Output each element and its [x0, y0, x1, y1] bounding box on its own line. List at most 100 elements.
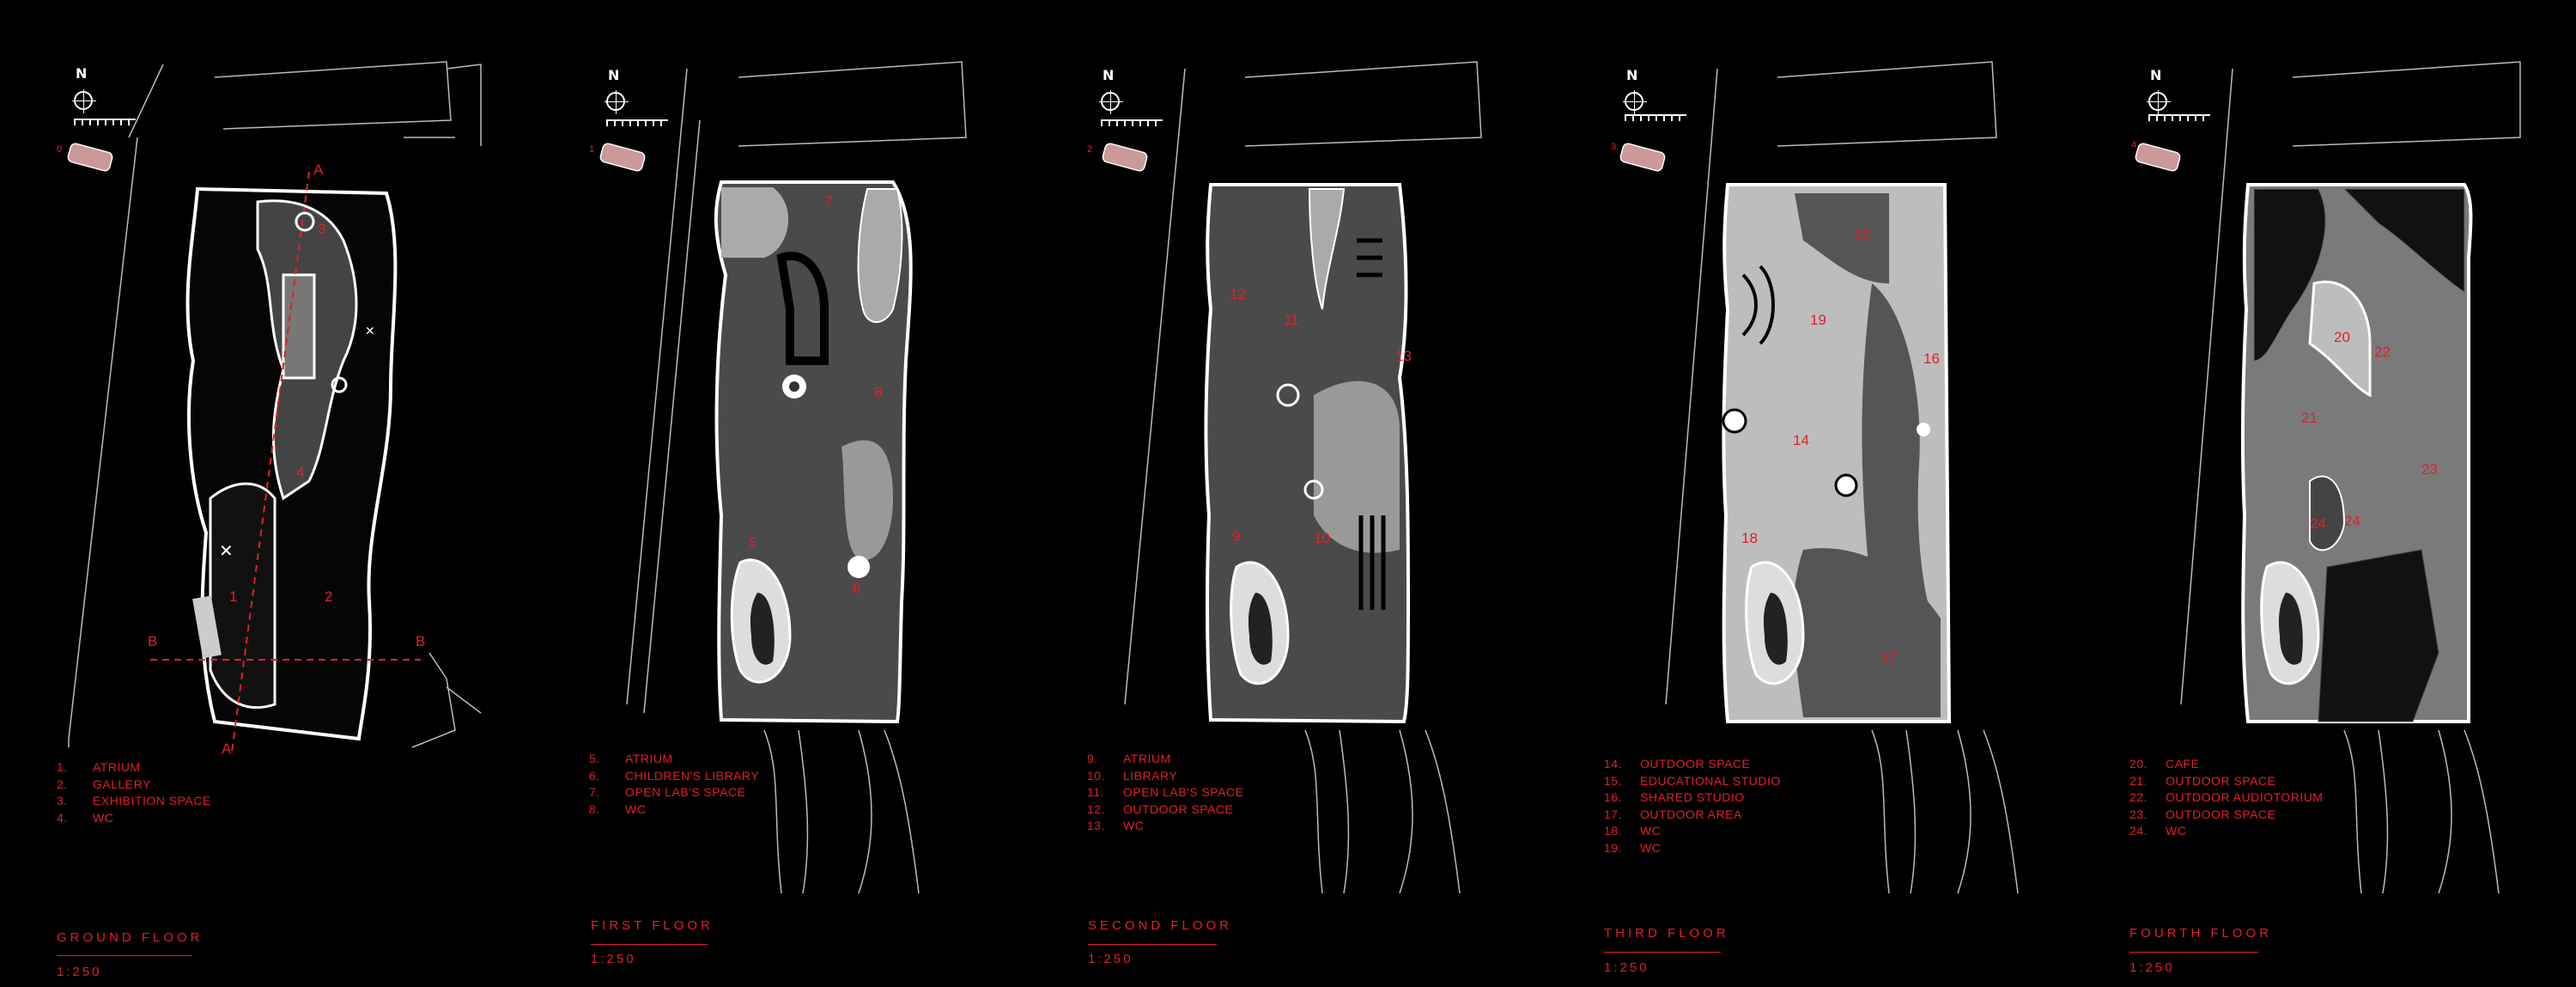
legend-item: 20.CAFE [2129, 757, 2200, 771]
plan-label: 18 [1741, 530, 1758, 546]
floor-title: FOURTH FLOOR [2129, 926, 2273, 941]
scale-text: 1:250 [57, 965, 102, 979]
north-label: N [76, 65, 88, 82]
legend-item: 9.ATRIUM [1087, 752, 1171, 765]
scale-text: 1:250 [591, 952, 636, 966]
plan-label: 9 [1232, 528, 1240, 545]
panel-fourth-floor: 20 21 22 23 24 24 N 4 20.CAFE 21.OUTDOOR… [2061, 0, 2576, 987]
svg-text:✕: ✕ [365, 325, 375, 338]
legend-item: 8.WC [589, 801, 647, 816]
plan-label: 7 [824, 193, 832, 210]
section-label: B [148, 633, 157, 649]
section-label: A [222, 740, 232, 757]
legend-item: 6.CHILDREN'S LIBRARY [589, 768, 760, 783]
plan-label: 16 [1923, 350, 1940, 367]
scale-bar-graphic [74, 119, 136, 125]
section-label: B [416, 633, 425, 649]
plan-label: 23 [2421, 461, 2438, 478]
legend-item: 22.OUTDOOR AUDIOTORIUM [2129, 790, 2324, 804]
key-plan-number: 1 [589, 144, 595, 155]
first-floor-plan: 5 6 7 8 [599, 61, 967, 894]
legend-item: 5.ATRIUM [589, 752, 673, 765]
legend: 5.ATRIUM 6.CHILDREN'S LIBRARY 7.OPEN LAB… [589, 751, 759, 818]
floor-title: SECOND FLOOR [1088, 918, 1233, 933]
legend-item: 3.EXHIBITION SPACE [57, 794, 211, 807]
svg-text:✕: ✕ [219, 540, 234, 561]
legend-item: 13.WC [1087, 819, 1145, 832]
second-floor-plan: 9 10 11 12 13 [1102, 61, 1482, 894]
legend-item: 12.OUTDOOR SPACE [1087, 801, 1234, 816]
compass-icon [605, 90, 629, 114]
legend: 14.OUTDOOR SPACE 15.EDUCATIONAL STUDIO 1… [1604, 756, 1781, 856]
legend-item: 2.GALLERY [57, 777, 151, 791]
title-underline [591, 944, 708, 945]
legend-item: 1.ATRIUM [57, 760, 141, 774]
plan-label: 6 [853, 580, 860, 596]
floor-title: GROUND FLOOR [57, 930, 204, 945]
plan-label: 22 [2374, 344, 2391, 360]
floor-title: FIRST FLOOR [591, 918, 714, 933]
legend-item: 18.WC [1604, 824, 1662, 838]
key-plan-number: 0 [57, 144, 63, 155]
plan-label: 14 [1793, 432, 1809, 448]
plan-label: 2 [325, 588, 332, 605]
north-label: N [2150, 67, 2162, 83]
plan-label: 15 [1855, 226, 1871, 242]
legend-item: 16.SHARED STUDIO [1604, 790, 1745, 804]
fourth-floor-plan: 20 21 22 23 24 24 [2135, 61, 2521, 894]
legend: 9.ATRIUM 10.LIBRARY 11.OPEN LAB'S SPACE … [1087, 751, 1243, 835]
legend-item: 7.OPEN LAB'S SPACE [589, 785, 746, 799]
plan-label: 19 [1810, 312, 1826, 328]
compass-icon [1623, 90, 1647, 114]
north-label: N [1103, 67, 1115, 83]
plan-label: 24 [2344, 513, 2360, 529]
plan-label: 20 [2334, 329, 2350, 345]
legend-item: 19.WC [1604, 840, 1662, 855]
legend-item: 10.LIBRARY [1087, 768, 1178, 783]
section-label: A [313, 161, 324, 178]
plan-label: 24 [2310, 515, 2326, 532]
panel-first-floor: 5 6 7 8 N 1 5.ATRIUM 6.CHILDREN'S LIBRAR… [515, 0, 1030, 987]
legend-item: 21.OUTDOOR SPACE [2129, 773, 2276, 788]
north-label: N [608, 67, 620, 83]
legend-item: 15.EDUCATIONAL STUDIO [1604, 773, 1781, 788]
scale-bar-graphic [606, 119, 668, 126]
plan-label: 13 [1395, 348, 1412, 364]
floor-title: THIRD FLOOR [1604, 926, 1729, 941]
key-plan-number: 2 [1087, 144, 1093, 155]
legend-item: 23.OUTDOOR SPACE [2129, 807, 2276, 821]
legend-item: 14.OUTDOOR SPACE [1604, 757, 1751, 771]
north-label: N [1626, 67, 1638, 83]
scale-text: 1:250 [1604, 960, 1649, 975]
plan-label: 11 [1284, 312, 1299, 328]
key-plan-number: 4 [2131, 140, 2137, 150]
compass-icon [1099, 90, 1123, 114]
plan-label: 4 [296, 464, 304, 480]
plan-label: 10 [1314, 530, 1330, 546]
plan-label: 8 [874, 384, 882, 400]
third-floor-plan: 14 15 16 17 18 19 [1619, 61, 2019, 894]
title-underline [57, 955, 192, 956]
panel-second-floor: 9 10 11 12 13 N 2 9.ATRIUM 10.LIBRARY 11… [1030, 0, 1546, 987]
panel-ground-floor: ✕ ✕ 1 2 3 4 B B A A N 0 1.ATRIUM 2.GALLE… [0, 0, 515, 987]
scale-text: 1:250 [1088, 952, 1133, 966]
plan-label: 21 [2301, 410, 2318, 426]
ground-floor-plan: ✕ ✕ 1 2 3 4 B B A A [67, 61, 482, 757]
plan-label: 5 [749, 534, 756, 551]
compass-icon [72, 89, 96, 113]
plan-label: 1 [229, 588, 237, 605]
title-underline [1604, 952, 1721, 953]
legend-item: 4.WC [57, 810, 114, 825]
legend-item: 24.WC [2129, 824, 2187, 838]
key-plan-number: 3 [1611, 142, 1617, 152]
plan-label: 17 [1880, 649, 1897, 665]
legend: 1.ATRIUM 2.GALLERY 3.EXHIBITION SPACE 4.… [57, 759, 211, 826]
scale-bar-graphic [1625, 114, 1686, 121]
legend: 20.CAFE 21.OUTDOOR SPACE 22.OUTDOOR AUDI… [2129, 756, 2323, 840]
plan-label: 3 [318, 221, 325, 237]
title-underline [1088, 944, 1217, 945]
panel-third-floor: 14 15 16 17 18 19 N 3 14.OUTDOOR SPACE 1… [1546, 0, 2061, 987]
scale-bar-graphic [2148, 114, 2210, 121]
plan-label: 12 [1230, 286, 1246, 302]
compass-icon [2147, 90, 2171, 114]
